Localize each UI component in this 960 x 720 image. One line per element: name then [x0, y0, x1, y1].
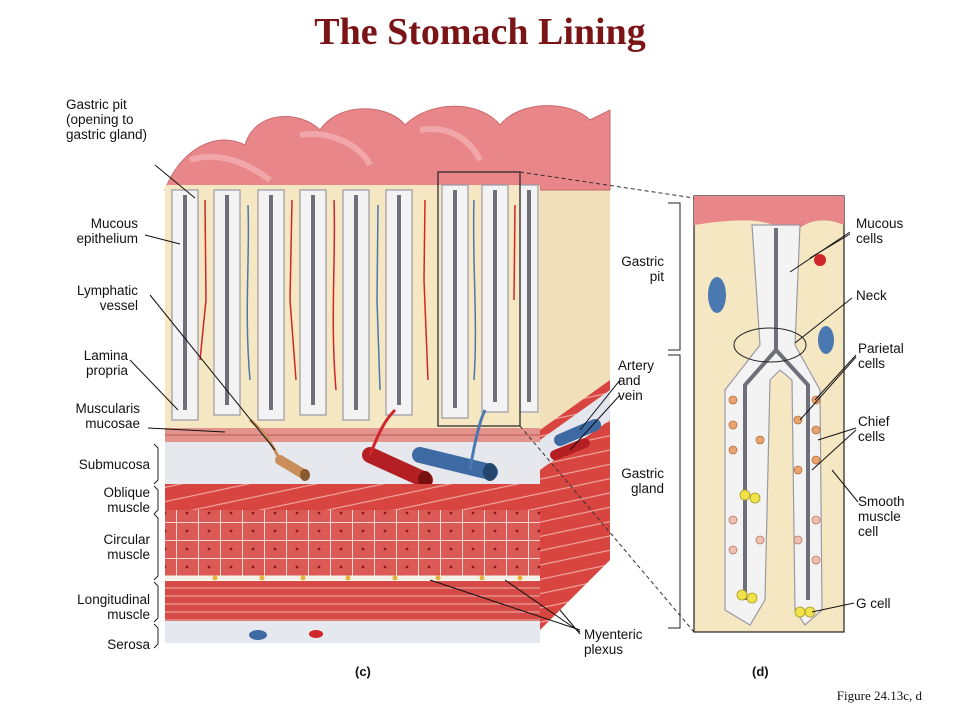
detail-chief-cells [728, 515, 821, 565]
label-muscularis-mucosae: Muscularis mucosae [75, 401, 140, 431]
label-smooth-muscle-cell: Smooth muscle cell [858, 494, 905, 539]
label-gastric-gland: Gastric gland [621, 466, 664, 496]
gastric-glands [171, 184, 539, 421]
neck-outline [733, 327, 807, 363]
myenteric-ganglia [212, 575, 523, 581]
mucosa-surface [164, 105, 611, 191]
lamina-capillaries [199, 199, 516, 391]
label-circular-muscle: Circular muscle [103, 532, 150, 562]
label-myenteric-plexus: Myenteric plexus [584, 627, 643, 657]
label-chief-cells: Chief cells [858, 414, 890, 444]
detail-gastric-pit [724, 224, 823, 626]
layer-brackets [153, 443, 159, 649]
label-serosa: Serosa [107, 637, 150, 652]
label-lamina-propria: Lamina propria [83, 348, 128, 378]
page-title: The Stomach Lining [314, 11, 646, 53]
serosa-layer [165, 621, 540, 643]
label-submucosa: Submucosa [78, 457, 150, 472]
label-neck: Neck [856, 288, 887, 303]
detail-parietal-cells [728, 395, 821, 475]
label-gastric-pit-opening: Gastric pit (opening to gastric gland) [66, 97, 148, 142]
panel-label-c: (c) [355, 664, 371, 679]
label-longitudinal-muscle: Longitudinal muscle [77, 592, 150, 622]
detail-g-cells [736, 489, 816, 618]
circular-muscle-layer [165, 510, 540, 578]
detail-brackets [668, 202, 681, 629]
label-artery-and-vein: Artery and vein [618, 358, 655, 403]
label-lymphatic-vessel: Lymphatic vessel [76, 283, 138, 313]
leader-lines [129, 164, 859, 635]
label-oblique-muscle: Oblique muscle [103, 485, 150, 515]
figure-caption: Figure 24.13c, d [836, 688, 922, 703]
label-g-cell: G cell [856, 596, 891, 611]
label-parietal-cells: Parietal cells [858, 341, 904, 371]
panel-label-d: (d) [752, 664, 769, 679]
label-mucous-cells: Mucous cells [856, 216, 904, 246]
label-detail-gastric-pit: Gastric pit [621, 254, 664, 284]
longitudinal-muscle-layer [165, 581, 540, 621]
oblique-muscle-layer [165, 484, 540, 510]
label-mucous-epithelium: Mucous epithelium [76, 216, 138, 246]
